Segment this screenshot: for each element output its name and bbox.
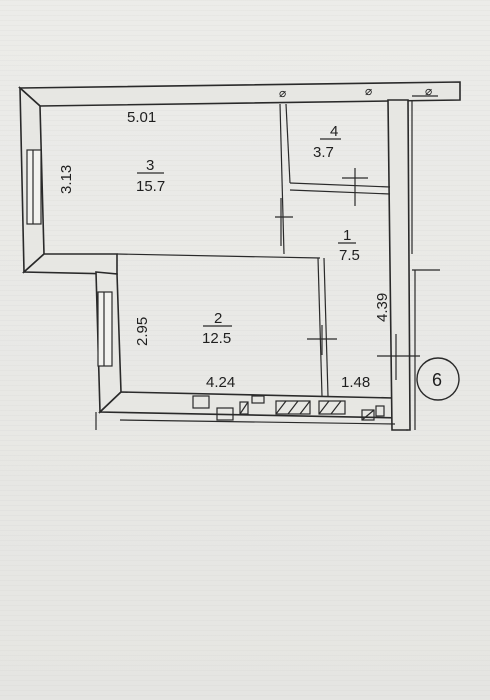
- right-exterior-wall: [387, 99, 411, 431]
- room3-window: [26, 149, 42, 225]
- radiator-2: [318, 400, 346, 415]
- meter-box-2: [216, 407, 234, 421]
- axis-marker-circle: [416, 357, 460, 401]
- room3-number: 3: [146, 157, 154, 174]
- small-unit-3: [361, 409, 375, 421]
- room2-area: 12.5: [202, 330, 231, 347]
- room2-window: [97, 291, 113, 367]
- room4-bottom-wall-inner: [289, 189, 391, 195]
- room2-right-wall: [317, 257, 323, 397]
- room4-bottom-wall: [289, 182, 391, 188]
- vent-marker-2: ⌀: [365, 84, 372, 98]
- room4-left-wall: [285, 103, 291, 184]
- meter-box-1: [192, 395, 210, 409]
- room4-number: 4: [330, 123, 338, 140]
- room1-number: 1: [343, 227, 351, 244]
- room3-height-dimension: 3.13: [58, 165, 75, 194]
- room3-width-dimension: 5.01: [127, 109, 156, 126]
- room1-height-dimension: 4.39: [374, 293, 391, 322]
- vent-markers: ⌀ ⌀ ⌀: [279, 84, 432, 100]
- service-equipment: [192, 395, 385, 421]
- small-unit-4: [375, 405, 385, 417]
- room3-area: 15.7: [136, 178, 165, 195]
- room3-right-wall: [279, 103, 285, 255]
- outer-walls: [17, 81, 461, 431]
- small-unit-1: [239, 401, 249, 415]
- room2-height-dimension: 2.95: [134, 317, 151, 346]
- room1-area: 7.5: [339, 247, 360, 264]
- radiator-1: [275, 400, 311, 415]
- bottom-outer-line: [119, 419, 396, 425]
- small-unit-1-diagonal: [239, 401, 249, 415]
- interior-walls: [95, 95, 440, 431]
- small-unit-3-diagonal: [361, 409, 375, 421]
- vent-marker-3: ⌀: [425, 84, 432, 98]
- axis-marker: 6: [416, 357, 460, 401]
- vent-marker-1: ⌀: [279, 86, 286, 100]
- room2-right-wall-inner: [323, 257, 329, 397]
- radiator-1-fins: [275, 400, 311, 415]
- doors: [275, 168, 420, 380]
- windows: [26, 149, 113, 367]
- small-unit-2: [251, 395, 265, 404]
- axis-marker-label: 6: [432, 370, 442, 390]
- room2-top-wall: [116, 253, 321, 259]
- room1-width-dimension: 1.48: [341, 374, 370, 391]
- room2-width-dimension: 4.24: [206, 374, 235, 391]
- dimension-labels: 5.01 3.13 2.95 4.24 1.48 4.39: [58, 109, 391, 391]
- radiator-2-fins: [318, 400, 342, 415]
- room4-area: 3.7: [313, 144, 334, 161]
- room2-number: 2: [214, 310, 222, 327]
- room-labels: 3 15.7 4 3.7 1 7.5 2 12.5: [136, 123, 360, 347]
